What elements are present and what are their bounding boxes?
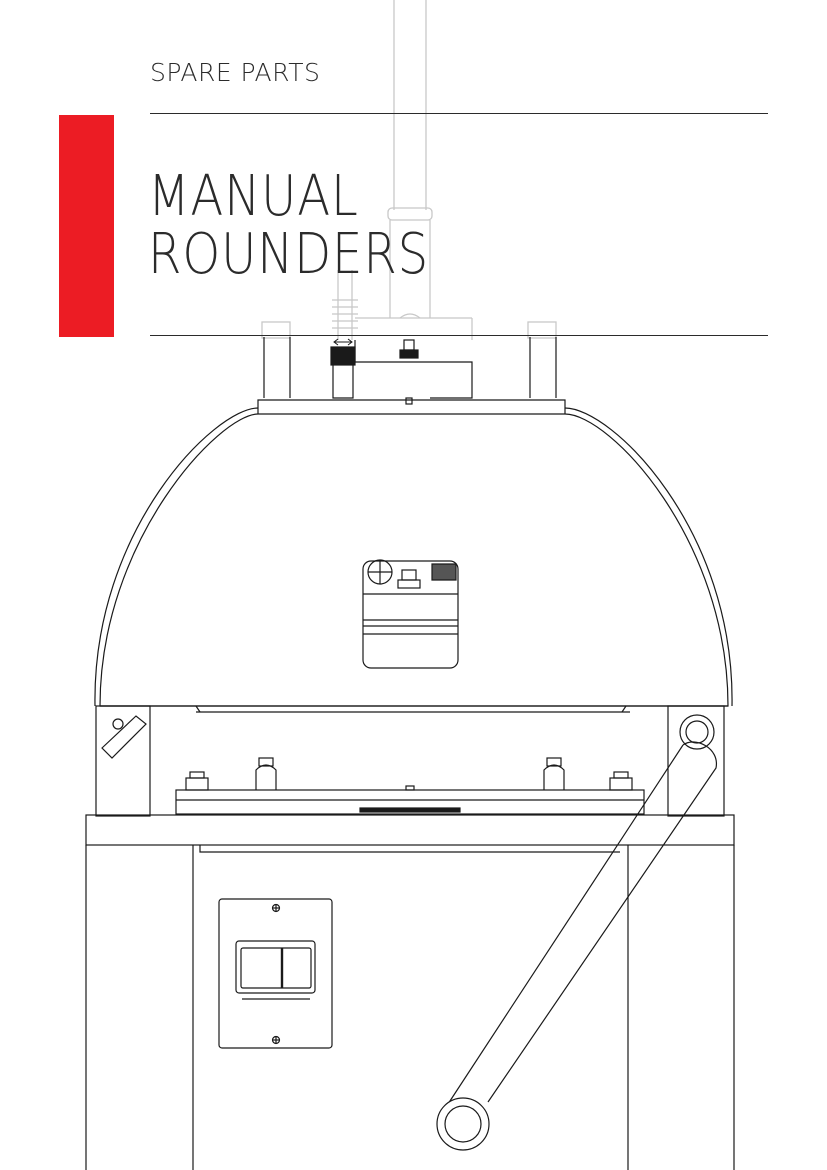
title-line-1: MANUAL bbox=[148, 164, 359, 229]
header-divider-top bbox=[150, 113, 768, 114]
section-overline: SPARE PARTS bbox=[150, 58, 321, 87]
hand-lever-arm-icon bbox=[436, 741, 717, 1151]
spindle-column-icon bbox=[261, 0, 557, 340]
dome-center-plate-icon bbox=[362, 559, 459, 669]
accent-bar bbox=[59, 115, 114, 337]
power-switch-box-icon bbox=[218, 898, 333, 1049]
header-divider-bottom bbox=[150, 335, 768, 336]
page-title: MANUAL ROUNDERS bbox=[148, 168, 429, 284]
dome-cover-icon bbox=[94, 399, 733, 713]
cabinet-body-icon bbox=[85, 814, 735, 1170]
top-collar-icon bbox=[263, 337, 557, 405]
side-brackets-icon bbox=[95, 705, 725, 817]
title-line-2: ROUNDERS bbox=[148, 222, 430, 287]
base-plate-icon bbox=[175, 757, 645, 815]
